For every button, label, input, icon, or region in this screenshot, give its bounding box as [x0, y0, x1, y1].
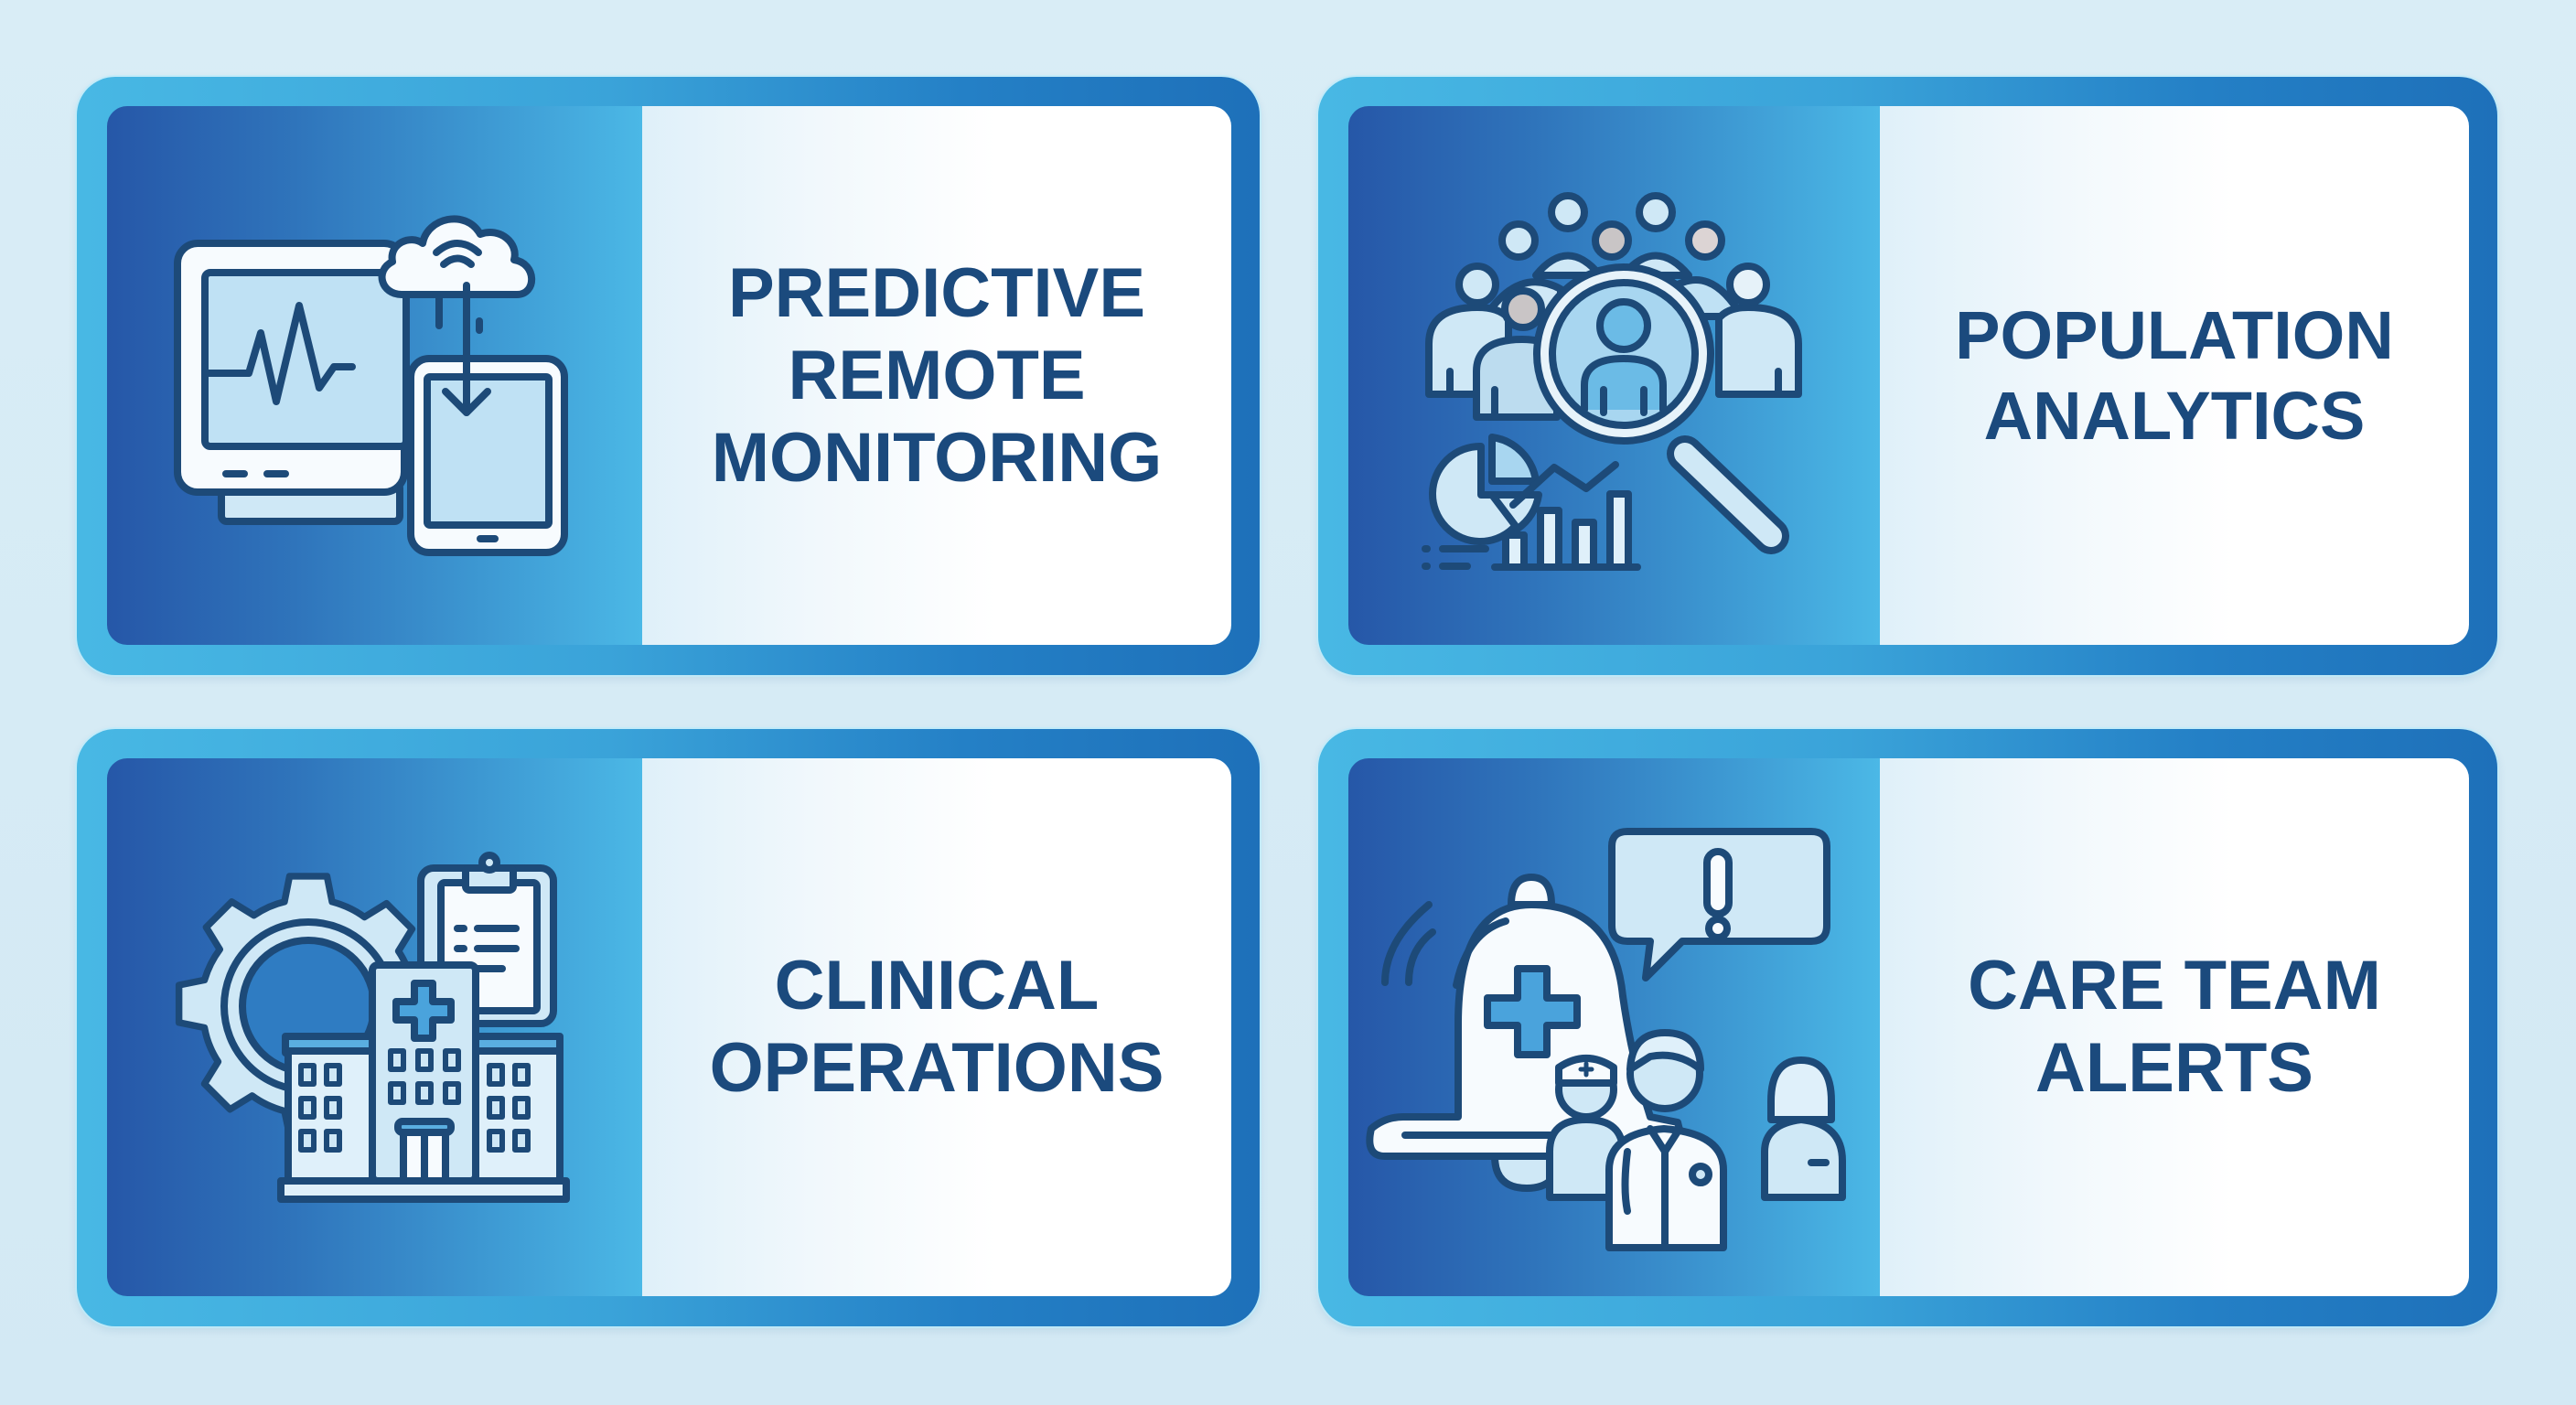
title-line: ANALYTICS	[1983, 377, 2366, 454]
card-inner: CARE TEAM ALERTS	[1348, 758, 2469, 1296]
title-line: CLINICAL	[774, 947, 1100, 1024]
card-care-team-alerts: CARE TEAM ALERTS	[1318, 729, 2497, 1326]
icon-panel	[107, 758, 642, 1296]
title-line: POPULATION	[1955, 296, 2394, 373]
gear-clipboard-hospital-icon	[175, 852, 570, 1203]
title-line: PREDICTIVE	[727, 253, 1146, 332]
card-title: POPULATION ANALYTICS	[1955, 295, 2394, 456]
monitor-cloud-tablet-icon	[174, 215, 568, 556]
card-inner: PREDICTIVE REMOTE MONITORING	[107, 106, 1231, 645]
text-panel: CARE TEAM ALERTS	[1880, 758, 2469, 1296]
title-line: CARE TEAM	[1968, 947, 2381, 1024]
icon-panel	[1348, 758, 1880, 1296]
card-title: CARE TEAM ALERTS	[1968, 945, 2381, 1110]
icon-panel	[107, 106, 642, 645]
bell-alert-care-team-icon	[1366, 828, 1846, 1251]
title-line: OPERATIONS	[709, 1029, 1165, 1107]
text-panel: POPULATION ANALYTICS	[1880, 106, 2469, 645]
text-panel: CLINICAL OPERATIONS	[642, 758, 1231, 1296]
card-title: CLINICAL OPERATIONS	[710, 945, 1165, 1110]
population-magnifier-charts-icon	[1422, 192, 1802, 571]
title-line: MONITORING	[711, 418, 1163, 497]
card-inner: CLINICAL OPERATIONS	[107, 758, 1231, 1296]
card-title: PREDICTIVE REMOTE MONITORING	[712, 252, 1163, 499]
icon-panel	[1348, 106, 1880, 645]
title-line: REMOTE	[788, 336, 1086, 414]
title-line: ALERTS	[2035, 1029, 2313, 1107]
card-predictive-remote-monitoring: PREDICTIVE REMOTE MONITORING	[77, 77, 1260, 675]
card-clinical-operations: CLINICAL OPERATIONS	[77, 729, 1260, 1326]
text-panel: PREDICTIVE REMOTE MONITORING	[642, 106, 1231, 645]
card-inner: POPULATION ANALYTICS	[1348, 106, 2469, 645]
card-population-analytics: POPULATION ANALYTICS	[1318, 77, 2497, 675]
